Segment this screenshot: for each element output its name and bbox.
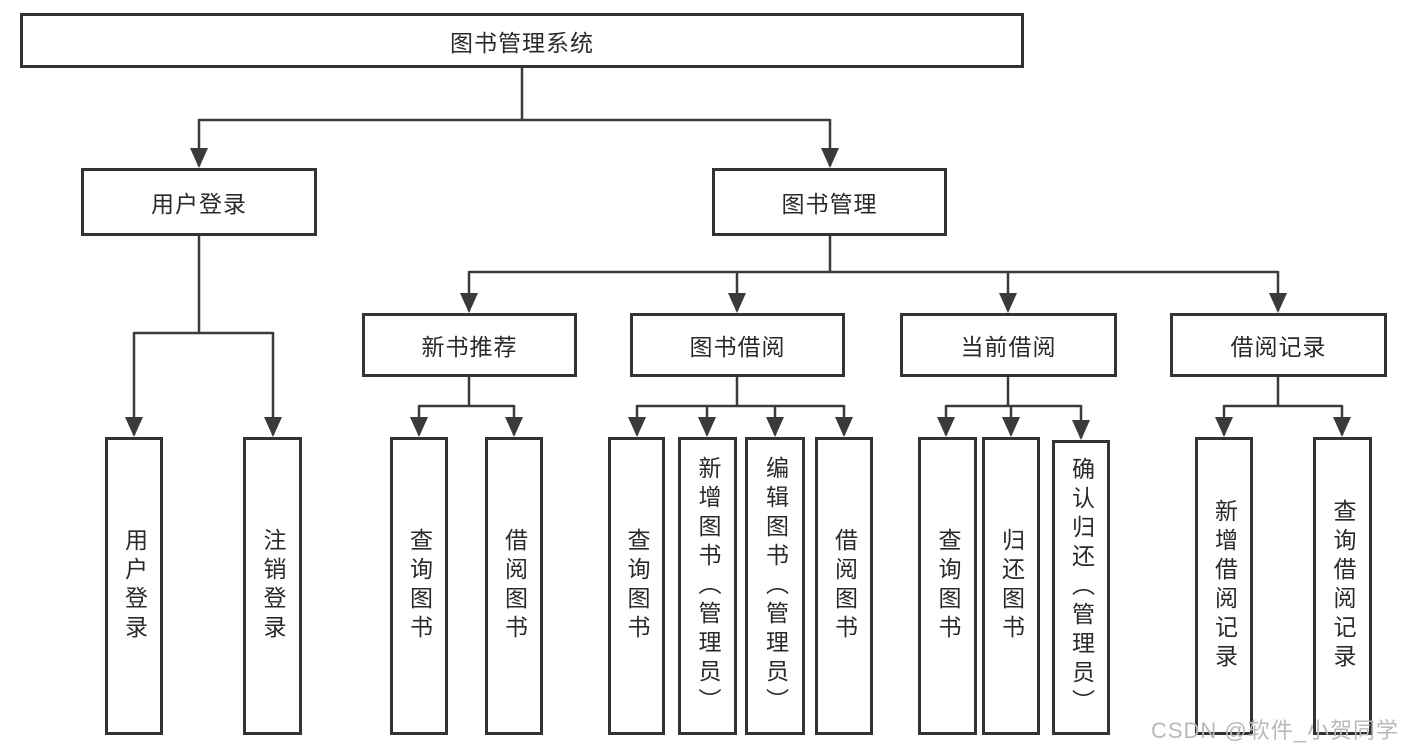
node-user-login: 用户登录 [81,168,317,236]
leaf-query-book-recommend: 查询图书 [390,437,448,735]
node-current-borrowing: 当前借阅 [900,313,1117,377]
node-book-management: 图书管理 [712,168,947,236]
leaf-borrow-book-recommend: 借阅图书 [485,437,543,735]
leaf-borrow-book-borrowing: 借阅图书 [815,437,873,735]
leaf-query-borrow-record: 查询借阅记录 [1313,437,1372,735]
connector-borrowing-records-leaves [1224,377,1342,408]
connector-user-login-leaves [134,236,273,335]
leaf-edit-book-admin: 编辑图书（管理员） [745,437,805,735]
node-root-system: 图书管理系统 [20,13,1024,68]
connector-current-borrowing-leaves [946,377,1081,408]
leaf-confirm-return-admin: 确认归还（管理员） [1052,440,1110,735]
node-book-borrowing: 图书借阅 [630,313,845,377]
leaf-query-book-current: 查询图书 [918,437,977,735]
connector-root-to-level2 [199,68,830,122]
connector-book-borrowing-leaves [637,377,844,408]
leaf-return-book: 归还图书 [982,437,1040,735]
node-borrowing-records: 借阅记录 [1170,313,1387,377]
connector-new-book-leaves [419,377,514,408]
leaf-add-book-admin: 新增图书（管理员） [678,437,737,735]
leaf-add-borrow-record: 新增借阅记录 [1195,437,1253,735]
node-new-book-recommendation: 新书推荐 [362,313,577,377]
leaf-query-book-borrowing: 查询图书 [608,437,665,735]
csdn-watermark: CSDN @软件_小贺同学 [1150,718,1399,743]
leaf-logout: 注销登录 [243,437,302,735]
connector-book-management-to-level3 [469,236,1278,274]
leaf-user-login: 用户登录 [105,437,163,735]
